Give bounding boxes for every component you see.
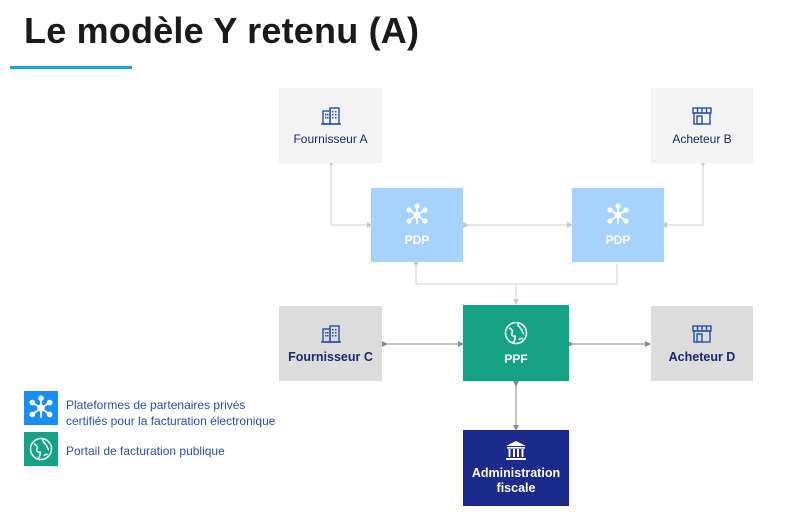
legend-pdp-swatch bbox=[24, 391, 58, 425]
node-fournisseur-a: Fournisseur A bbox=[279, 88, 382, 163]
building-icon bbox=[320, 324, 341, 343]
node-label: Acheteur D bbox=[668, 349, 736, 364]
node-label-line2: fiscale bbox=[496, 481, 536, 495]
network-hub-icon bbox=[406, 203, 428, 224]
node-label-line1: Administration bbox=[471, 466, 561, 480]
node-label: PDP bbox=[404, 233, 430, 247]
node-ppf: PPF bbox=[463, 305, 569, 381]
institution-icon bbox=[506, 441, 526, 460]
node-label: PPF bbox=[504, 352, 528, 366]
globe-icon bbox=[504, 321, 528, 345]
node-fournisseur-c: Fournisseur C bbox=[279, 306, 382, 381]
node-label: PDP bbox=[605, 233, 631, 247]
connector-fournisseur-a-pdp bbox=[328, 161, 373, 228]
page-title: Le modèle Y retenu (A) bbox=[24, 10, 420, 51]
node-acheteur-d: Acheteur D bbox=[651, 306, 753, 381]
storefront-icon bbox=[692, 324, 712, 343]
legend-pdp-line1: Plateformes de partenaires privés bbox=[66, 398, 246, 412]
globe-icon bbox=[29, 437, 53, 461]
node-pdp-left: PDP bbox=[371, 188, 463, 262]
node-label: Fournisseur A bbox=[293, 131, 368, 146]
building-icon bbox=[320, 106, 341, 125]
storefront-icon bbox=[692, 106, 712, 125]
legend-pdp-line2: certifiés pour la facturation électroniq… bbox=[66, 414, 276, 428]
node-label: Acheteur B bbox=[672, 131, 732, 146]
connector-pdps-ppf bbox=[416, 264, 618, 302]
connector-acheteur-b-pdp bbox=[661, 161, 706, 228]
legend-pdp-label: Plateformes de partenaires privés certif… bbox=[66, 397, 275, 429]
node-pdp-right: PDP bbox=[572, 188, 664, 262]
legend-ppf-swatch bbox=[24, 432, 58, 466]
legend-ppf-label: Portail de facturation publique bbox=[66, 444, 225, 458]
network-hub-icon bbox=[29, 395, 53, 418]
node-administration-fiscale: Administration fiscale bbox=[463, 430, 569, 506]
node-label: Fournisseur C bbox=[288, 349, 373, 364]
network-hub-icon bbox=[607, 203, 629, 224]
node-acheteur-b: Acheteur B bbox=[651, 88, 753, 163]
title-underline bbox=[10, 66, 132, 69]
